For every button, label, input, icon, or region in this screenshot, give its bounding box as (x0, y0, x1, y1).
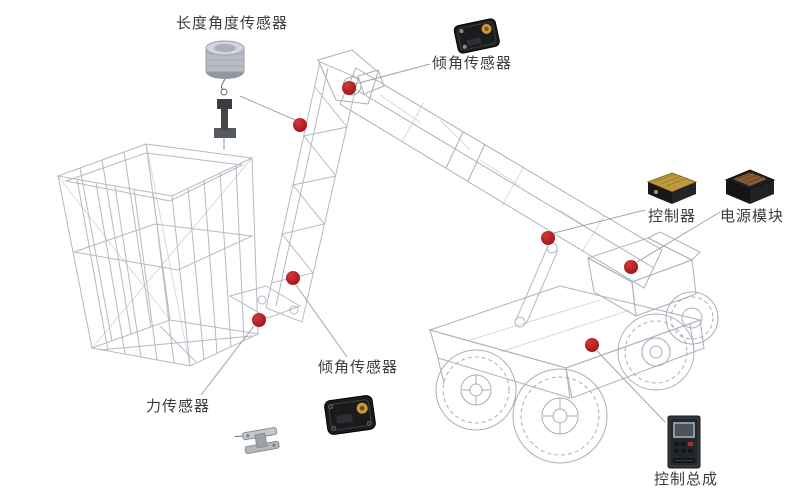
leader-line-length-angle-sensor (239, 95, 296, 121)
wheels-wireframe (435, 291, 719, 464)
force-sensor-image (234, 427, 280, 454)
basket-mounted-component (214, 99, 236, 150)
leader-line-force-sensor (200, 325, 255, 396)
leader-lines (200, 63, 721, 423)
marker-tilt-sensor-top (342, 81, 356, 95)
leader-line-power-module (636, 211, 721, 263)
label-tilt-sensor-bottom: 倾角传感器 (318, 358, 399, 376)
label-length-angle-sensor: 长度角度传感器 (176, 14, 289, 32)
label-controller: 控制器 (648, 207, 697, 225)
tilt-sensor-top-image (453, 18, 500, 54)
boom-joint-wireframe (317, 49, 385, 105)
label-force-sensor: 力传感器 (146, 397, 211, 415)
marker-controller (541, 231, 555, 245)
control-assembly-image (667, 415, 701, 469)
controller-image (646, 172, 698, 204)
tilt-sensor-bottom-image (324, 395, 376, 435)
marker-tilt-sensor-bottom (286, 271, 300, 285)
draw-wire-sensor-image (205, 40, 245, 96)
basket-wireframe (56, 143, 260, 367)
label-control-assembly: 控制总成 (654, 470, 719, 488)
riser-arm-wireframe (228, 61, 359, 323)
leader-line-controller (553, 209, 646, 234)
marker-control-assembly (585, 338, 599, 352)
label-tilt-sensor-top: 倾角传感器 (432, 54, 513, 72)
leader-line-tilt-sensor-bottom (295, 284, 348, 358)
chassis-wireframe (428, 285, 705, 399)
construction-lines (57, 94, 631, 367)
turret-wireframe (586, 231, 701, 317)
leader-line-tilt-sensor-top (354, 63, 431, 85)
leader-line-control-assembly (596, 350, 666, 423)
marker-length-angle-sensor (293, 118, 307, 132)
marker-force-sensor (252, 313, 266, 327)
marker-power-module (624, 260, 638, 274)
label-power-module: 电源模块 (720, 207, 785, 225)
power-module-image (724, 169, 776, 204)
lift-cylinder-wireframe (514, 242, 559, 328)
